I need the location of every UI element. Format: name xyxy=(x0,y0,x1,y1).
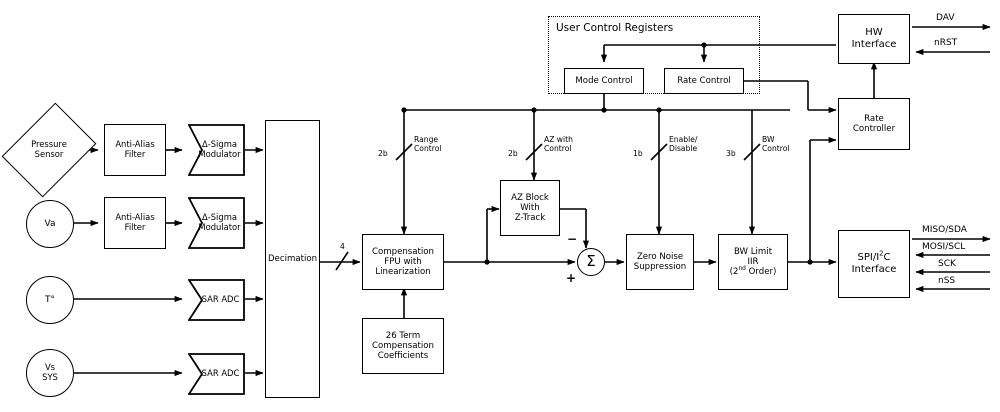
mode-control-block[interactable]: Mode Control xyxy=(564,68,644,94)
hw-interface-block[interactable]: HW Interface xyxy=(838,14,910,64)
sar-adc-2[interactable]: SAR ADC xyxy=(188,353,245,395)
bw-control-label: BW Control xyxy=(762,135,790,154)
zero-noise-suppression-block[interactable]: Zero Noise Suppression xyxy=(626,234,694,290)
delta-sigma-modulator-1[interactable]: Δ-Sigma Modulator xyxy=(188,124,245,176)
delta-sigma-modulator-1-label: Δ-Sigma Modulator xyxy=(198,139,241,159)
rate-control-block[interactable]: Rate Control xyxy=(664,68,744,94)
az-with-control-label: AZ with Control xyxy=(544,135,573,154)
rate-controller-block[interactable]: Rate Controller xyxy=(838,98,910,150)
delta-sigma-modulator-2-label: Δ-Sigma Modulator xyxy=(198,212,241,232)
range-control-label: Range Control xyxy=(414,135,442,154)
spi-i2c-post: C xyxy=(883,252,891,264)
spi-i2c-line-2: Interface xyxy=(851,264,897,275)
rate-controller-label: Rate Controller xyxy=(852,113,896,134)
az-block-label: AZ Block With Z-Track xyxy=(511,192,549,224)
bw-control-bits-label: 3b xyxy=(726,149,736,158)
compensation-coefficients-label: 26 Term Compensation Coefficients xyxy=(371,330,435,362)
summing-minus-sign: − xyxy=(567,232,578,246)
notch-shape xyxy=(188,124,245,176)
notch-shape xyxy=(188,197,245,249)
compensation-coefficients-block[interactable]: 26 Term Compensation Coefficients xyxy=(362,318,444,374)
input-temperature[interactable]: T° xyxy=(26,276,74,324)
summing-junction-symbol: Σ xyxy=(586,252,596,271)
user-control-registers-group xyxy=(548,16,760,94)
sar-adc-1[interactable]: SAR ADC xyxy=(188,279,245,321)
spi-i2c-text: SPI/I2C Interface xyxy=(839,249,909,276)
anti-alias-filter-1-label: Anti-Alias Filter xyxy=(115,139,155,159)
input-pressure-sensor[interactable]: Pressure Sensor xyxy=(1,102,97,198)
pin-nss-label: nSS xyxy=(938,276,956,286)
anti-alias-filter-2-label: Anti-Alias Filter xyxy=(115,212,155,232)
input-vs-sys[interactable]: Vs SYS xyxy=(26,349,74,397)
compensation-fpu-block[interactable]: Compensation FPU with Linearization xyxy=(362,234,444,290)
spi-i2c-pre: SPI/I xyxy=(857,252,880,264)
summing-plus-sign: + xyxy=(566,271,577,285)
pin-nrst-label: nRST xyxy=(934,38,958,48)
input-pressure-sensor-label: Pressure Sensor xyxy=(31,139,67,159)
rate-control-label: Rate Control xyxy=(677,75,731,86)
spi-i2c-line-1: SPI/I2C xyxy=(857,249,891,264)
bw-limit-order-post: Order) xyxy=(745,267,777,278)
input-va[interactable]: Va xyxy=(26,200,74,248)
bw-limit-block[interactable]: BW Limit IIR (2nd Order) xyxy=(718,234,788,290)
sar-adc-1-label: SAR ADC xyxy=(201,294,240,305)
notch-shape xyxy=(188,279,245,321)
summing-junction[interactable]: Σ xyxy=(577,248,605,276)
sar-adc-2-label: SAR ADC xyxy=(201,368,240,379)
decimation-label: Decimation xyxy=(267,253,318,264)
compensation-fpu-label: Compensation FPU with Linearization xyxy=(371,246,435,278)
user-control-registers-title: User Control Registers xyxy=(556,22,674,34)
pin-sck-label: SCK xyxy=(938,259,956,269)
az-block[interactable]: AZ Block With Z-Track xyxy=(500,180,560,236)
zero-noise-suppression-label: Zero Noise Suppression xyxy=(633,251,687,272)
pin-mosi-scl-label: MOSI/SCL xyxy=(922,242,966,252)
pin-dav-label: DAV xyxy=(936,13,955,23)
delta-sigma-modulator-2[interactable]: Δ-Sigma Modulator xyxy=(188,197,245,249)
mode-control-label: Mode Control xyxy=(575,75,633,86)
decimation-block[interactable]: Decimation xyxy=(265,120,320,398)
az-control-bits-label: 2b xyxy=(508,149,518,158)
enable-disable-bits-label: 1b xyxy=(633,149,643,158)
bw-limit-line-2: IIR xyxy=(747,256,759,267)
input-va-label: Va xyxy=(44,218,56,229)
bw-limit-line-3: (2nd Order) xyxy=(729,266,777,278)
decimation-bus-width-label: 4 xyxy=(340,242,345,251)
bw-limit-text: BW Limit IIR (2nd Order) xyxy=(719,247,787,277)
pin-miso-sda-label: MISO/SDA xyxy=(922,225,967,235)
hw-interface-label: HW Interface xyxy=(851,27,897,50)
bw-limit-order-sup: nd xyxy=(738,266,746,273)
spi-i2c-interface-block[interactable]: SPI/I2C Interface xyxy=(838,230,910,298)
bw-limit-order-pre: (2 xyxy=(729,267,739,278)
enable-disable-label: Enable/ Disable xyxy=(669,135,698,154)
spi-i2c-sup: 2 xyxy=(879,249,884,258)
notch-shape xyxy=(188,353,245,395)
input-temperature-label: T° xyxy=(45,294,55,305)
anti-alias-filter-2[interactable]: Anti-Alias Filter xyxy=(104,197,166,249)
input-vs-sys-label: Vs SYS xyxy=(42,362,58,382)
anti-alias-filter-1[interactable]: Anti-Alias Filter xyxy=(104,124,166,176)
bw-limit-line-1: BW Limit xyxy=(733,246,773,257)
range-control-bits-label: 2b xyxy=(378,149,388,158)
